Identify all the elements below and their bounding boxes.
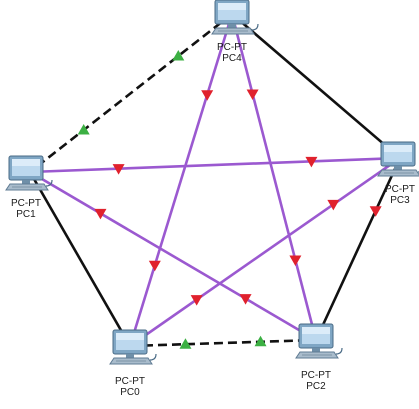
link-status-down-icon	[190, 295, 203, 306]
links-layer	[28, 12, 402, 348]
link-pc1-pc3[interactable]	[29, 156, 401, 174]
pc-icon[interactable]	[295, 323, 343, 359]
link-status-down-icon	[327, 199, 340, 211]
link-pc3-pc2[interactable]	[314, 157, 402, 341]
pc-icon[interactable]	[377, 141, 419, 177]
link-status-up-icon	[254, 335, 267, 347]
device-name-label: PC2	[306, 381, 326, 392]
link-pc4-pc3[interactable]	[231, 13, 401, 159]
link-pc0-pc2[interactable]	[129, 338, 317, 348]
link-status-down-icon	[289, 255, 302, 267]
link-status-down-icon	[239, 294, 252, 305]
link-status-down-icon	[148, 260, 161, 272]
link-status-down-icon	[246, 89, 259, 100]
link-status-up-icon	[77, 124, 90, 135]
device-type-label: PC-PT	[301, 370, 331, 381]
device-type-label: PC-PT	[11, 198, 41, 209]
link-status-down-icon	[94, 208, 107, 220]
device-name-label: PC1	[16, 209, 36, 220]
devices-layer	[5, 0, 419, 365]
link-status-layer	[77, 49, 382, 349]
link-status-down-icon	[305, 156, 318, 168]
link-status-up-icon	[172, 49, 185, 61]
device-name-label: PC3	[390, 195, 410, 206]
link-pc0-pc3[interactable]	[129, 156, 401, 348]
device-type-label: PC-PT	[385, 184, 415, 195]
device-type-label: PC-PT	[115, 376, 145, 387]
link-status-down-icon	[369, 206, 382, 217]
link-pc1-pc2[interactable]	[29, 170, 317, 342]
link-pc4-pc1[interactable]	[29, 12, 233, 174]
device-type-label: PC-PT	[217, 42, 247, 53]
link-status-down-icon	[201, 90, 214, 101]
device-name-label: PC0	[120, 387, 140, 398]
link-pc1-pc0[interactable]	[28, 171, 132, 347]
device-name-label: PC4	[222, 53, 242, 64]
link-pc4-pc0[interactable]	[128, 13, 234, 347]
link-status-down-icon	[112, 164, 125, 175]
pc-icon[interactable]	[211, 0, 259, 35]
pc-icon[interactable]	[5, 155, 53, 191]
link-pc4-pc2[interactable]	[230, 13, 318, 341]
link-status-up-icon	[179, 338, 192, 349]
pc-icon[interactable]	[109, 329, 157, 365]
